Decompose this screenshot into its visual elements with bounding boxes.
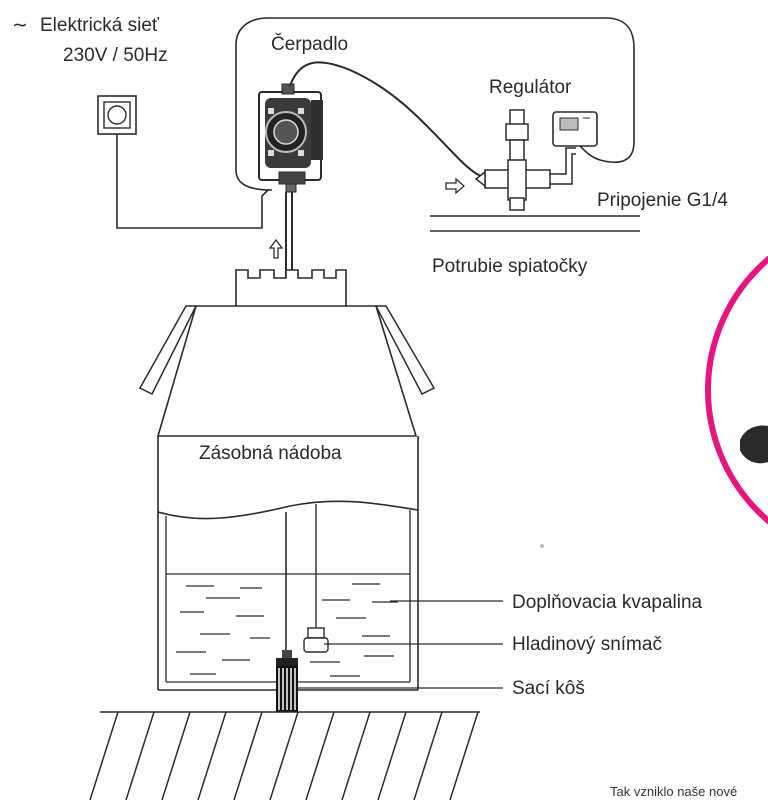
tilde-symbol: ∼ bbox=[12, 15, 28, 36]
power-spec: 230V / 50Hz bbox=[63, 45, 168, 66]
tank-lid bbox=[140, 270, 434, 436]
speck bbox=[540, 544, 544, 548]
dosing-pump bbox=[259, 84, 323, 192]
up-arrow-icon bbox=[270, 240, 282, 258]
return-pipe bbox=[430, 216, 640, 231]
tank-label: Zásobná nádoba bbox=[199, 443, 342, 464]
suction-basket-icon bbox=[276, 650, 298, 712]
level-sensor-label: Hladinový snímač bbox=[512, 634, 662, 655]
suction-basket-label: Sací kôš bbox=[512, 678, 585, 699]
fill-liquid-label: Doplňovacia kvapalina bbox=[512, 592, 703, 613]
cropped-caption: Tak vzniklo naše nové bbox=[610, 784, 737, 799]
regulator-label: Regulátor bbox=[489, 77, 572, 98]
connection-label: Pripojenie G1/4 bbox=[597, 190, 728, 211]
product-photo-ring bbox=[708, 218, 768, 562]
flow-arrow-icon bbox=[446, 179, 464, 193]
return-pipe-label: Potrubie spiatočky bbox=[432, 256, 588, 277]
pump-label: Čerpadlo bbox=[271, 33, 348, 55]
wall-socket-icon bbox=[98, 96, 136, 134]
power-cable bbox=[117, 134, 268, 228]
level-sensor-icon bbox=[304, 628, 328, 652]
regulator-assembly bbox=[476, 110, 597, 210]
power-title: Elektrická sieť bbox=[40, 15, 160, 36]
ground-hatching bbox=[90, 712, 480, 800]
